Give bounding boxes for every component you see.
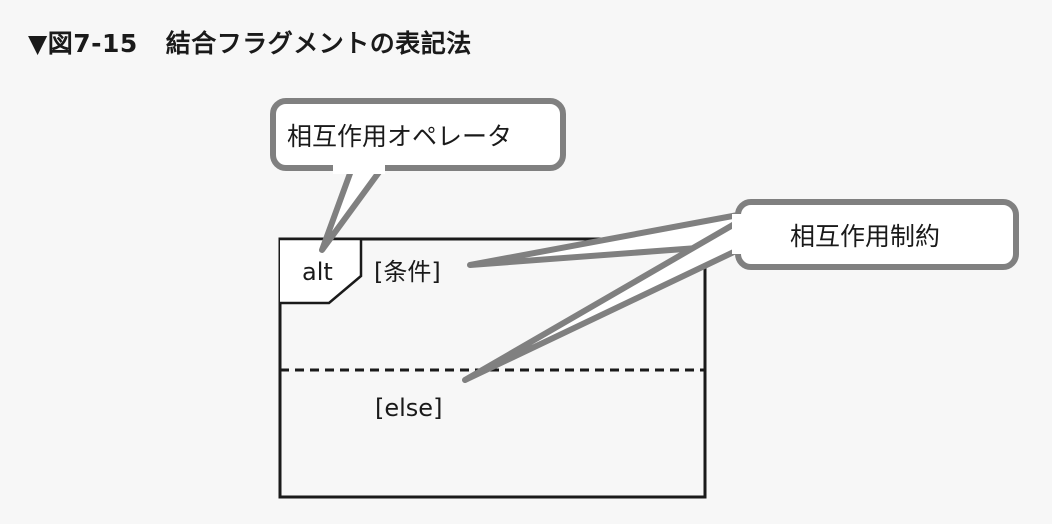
- figure-number: ▼図7-15: [28, 29, 138, 58]
- guard-condition: [条件]: [374, 258, 441, 286]
- guard-else: [else]: [375, 394, 442, 422]
- figure-title: ▼図7-15 結合フラグメントの表記法: [28, 24, 472, 60]
- operator-callout-joint: [333, 162, 385, 174]
- operator-callout-label: 相互作用オペレータ: [287, 122, 512, 151]
- fragment-frame: [278, 237, 707, 499]
- constraint-callout-label: 相互作用制約: [790, 222, 940, 251]
- operator-callout-box: [270, 98, 566, 171]
- operator-tab: [280, 237, 363, 305]
- operator-label: alt: [302, 258, 333, 286]
- figure-caption: 結合フラグメントの表記法: [165, 29, 472, 58]
- constraint-callout-joint: [732, 214, 744, 254]
